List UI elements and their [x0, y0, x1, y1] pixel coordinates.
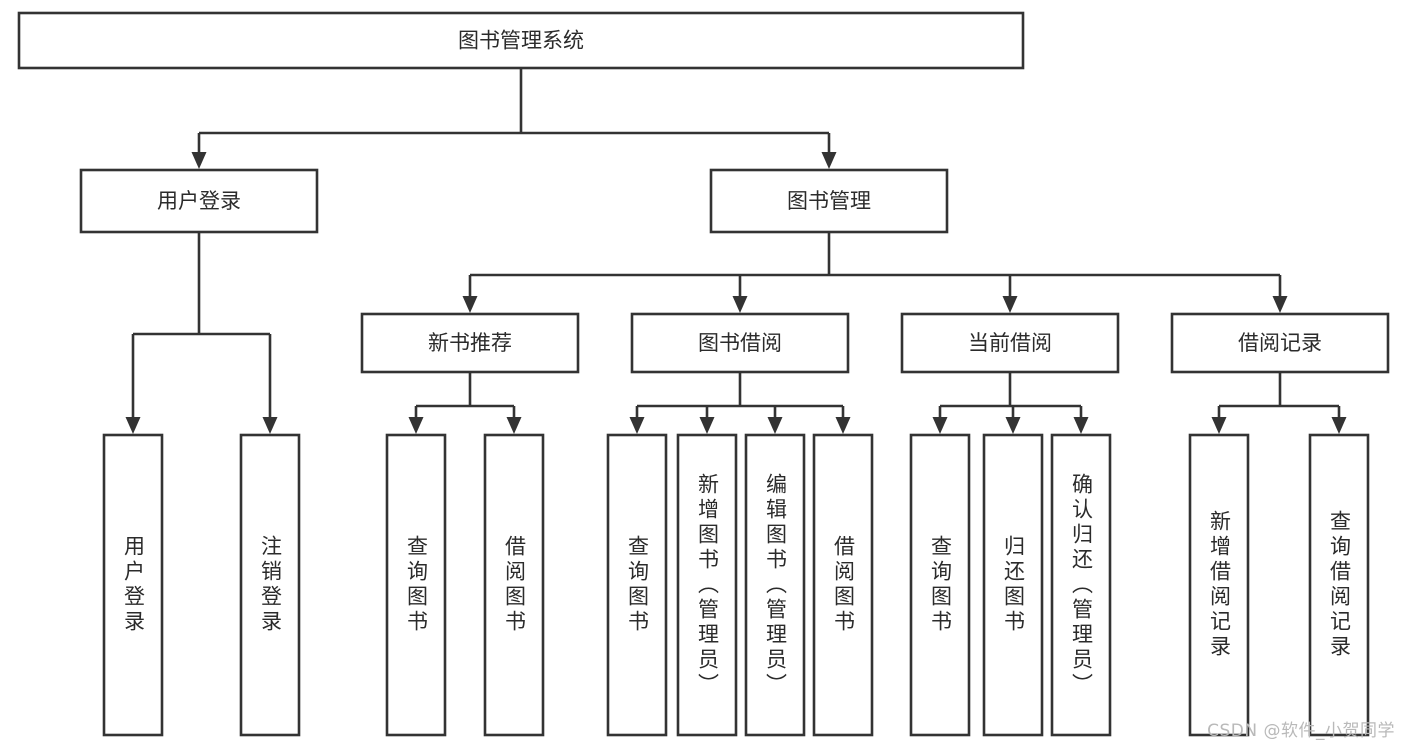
- arrow-head-book-borrow-to-leaf-query-book-2: [629, 417, 645, 434]
- node-box-book-borrow: [630, 312, 850, 374]
- node-box-leaf-query-book-1: [385, 433, 447, 737]
- arrow-head-user-login-to-leaf-user-login: [125, 417, 141, 434]
- node-box-leaf-query-record: [1308, 433, 1370, 737]
- node-box-leaf-add-record: [1188, 433, 1250, 737]
- node-box-current-borrow: [900, 312, 1120, 374]
- arrow-head-bookmgmt-to-book-borrow: [732, 296, 748, 313]
- node-box-root: [17, 11, 1025, 70]
- arrow-head-borrow-record-to-leaf-add-record: [1211, 417, 1227, 434]
- arrow-head-bookmgmt-to-current-borrow: [1002, 296, 1018, 313]
- arrow-head-borrow-record-to-leaf-query-record: [1331, 417, 1347, 434]
- arrow-head-current-borrow-to-leaf-confirm-return: [1073, 417, 1089, 434]
- arrow-head-book-borrow-to-leaf-edit-book: [767, 417, 783, 434]
- node-box-leaf-query-book-2: [606, 433, 668, 737]
- node-label-book-management: 图书管理: [787, 189, 871, 213]
- node-box-leaf-confirm-return: [1050, 433, 1112, 737]
- node-box-leaf-return-book: [982, 433, 1044, 737]
- csdn-watermark: CSDN @软件_小贺同学: [1207, 721, 1395, 741]
- arrow-head-bookmgmt-to-new-book-recommend: [462, 296, 478, 313]
- node-label-book-borrow: 图书借阅: [698, 331, 782, 355]
- node-label-user-login: 用户登录: [157, 189, 241, 213]
- node-box-leaf-logout-login: [239, 433, 301, 737]
- node-box-leaf-query-book-3: [909, 433, 971, 737]
- node-label-borrow-record: 借阅记录: [1238, 331, 1322, 355]
- node-label-root: 图书管理系统: [458, 29, 584, 53]
- node-box-layer: [17, 11, 1390, 737]
- node-box-user-login: [79, 168, 319, 234]
- arrow-head-book-borrow-to-leaf-add-book: [699, 417, 715, 434]
- node-box-borrow-record: [1170, 312, 1390, 374]
- node-box-leaf-edit-book: [744, 433, 806, 737]
- arrow-head-new-book-recommend-to-leaf-borrow-book-1: [506, 417, 522, 434]
- node-box-leaf-user-login: [102, 433, 164, 737]
- arrow-head-root-to-book-management: [821, 152, 837, 169]
- arrow-head-new-book-recommend-to-leaf-query-book-1: [408, 417, 424, 434]
- arrow-head-current-borrow-to-leaf-query-book-3: [932, 417, 948, 434]
- connector-layer: [125, 68, 1347, 434]
- arrow-head-root-to-user-login: [191, 152, 207, 169]
- node-label-new-book-recommend: 新书推荐: [428, 331, 512, 355]
- node-label-current-borrow: 当前借阅: [968, 331, 1052, 355]
- arrow-head-bookmgmt-to-borrow-record: [1272, 296, 1288, 313]
- arrow-head-user-login-to-leaf-logout-login: [262, 417, 278, 434]
- node-box-new-book-recommend: [360, 312, 580, 374]
- arrow-head-current-borrow-to-leaf-return-book: [1005, 417, 1021, 434]
- node-box-book-management: [709, 168, 949, 234]
- node-box-leaf-add-book: [676, 433, 738, 737]
- node-box-leaf-borrow-book-1: [483, 433, 545, 737]
- node-box-leaf-borrow-book-2: [812, 433, 874, 737]
- arrow-head-book-borrow-to-leaf-borrow-book-2: [835, 417, 851, 434]
